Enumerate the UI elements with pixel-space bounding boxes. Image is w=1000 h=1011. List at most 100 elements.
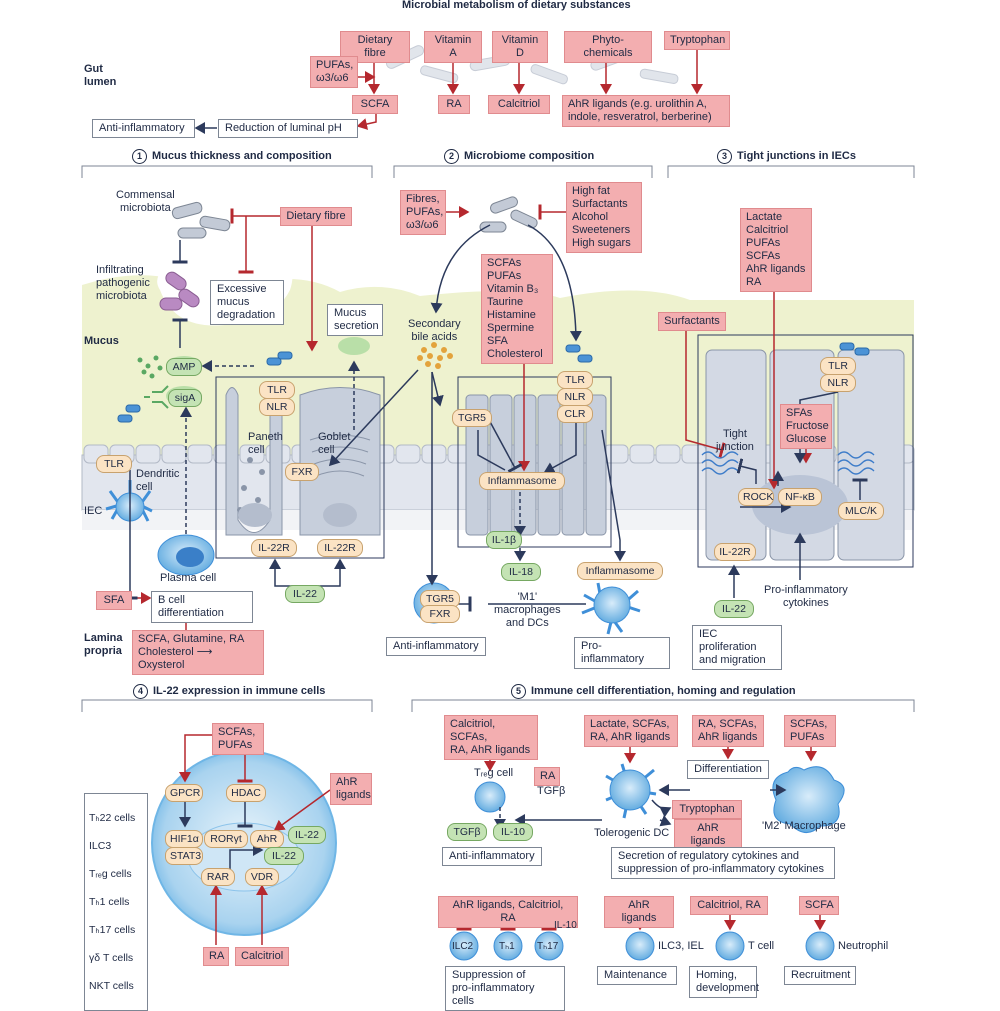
b-cell-diff: B cell differentiation	[151, 591, 253, 623]
p2-il1b: IL-1β	[486, 531, 522, 549]
p3-nlr: NLR	[820, 374, 856, 392]
p5-treg-label: Tᵣₑg cell	[474, 767, 514, 779]
siga-pill: sigA	[168, 389, 202, 407]
ra-box: RA	[438, 95, 470, 114]
dc-pro	[581, 582, 641, 635]
p4-ahr-ligands: AhR ligands	[330, 773, 372, 805]
pathogenic-bacteria	[159, 271, 200, 311]
ilc2-label: ILC2	[452, 941, 474, 952]
anti-inflammatory-top: Anti-inflammatory	[92, 119, 195, 138]
p3-tlr: TLR	[820, 357, 856, 375]
p3-mlck: MLC/K	[838, 502, 884, 520]
m2-macrophage-shape	[772, 766, 845, 833]
p2-tgr5-b: TGR5	[420, 590, 460, 608]
tolerogenic-label: Tolerogenic DC	[594, 827, 670, 839]
figure-title: Microbial metabolism of dietary substanc…	[402, 0, 631, 11]
scfa-box: SCFA	[352, 95, 398, 114]
p5-il10: IL-10	[493, 823, 533, 841]
p3-il22: IL-22	[714, 600, 754, 618]
high-fat-box: High fat Surfactants Alcohol Sweeteners …	[566, 182, 642, 253]
p4-il22-b: IL-22	[264, 847, 304, 865]
tight-junctions	[701, 451, 875, 475]
p1-il22r-b: IL-22R	[317, 539, 363, 557]
vitamin-a-box: Vitamin A	[424, 31, 482, 63]
phytochemicals-box: Phyto-chemicals	[564, 31, 652, 63]
pro-cytokines-label: Pro-inflammatory cytokines	[764, 584, 848, 609]
p4-hdac: HDAC	[226, 784, 266, 802]
p2-pro: Pro-inflammatory	[574, 637, 670, 669]
calcitriol-box: Calcitriol	[488, 95, 550, 114]
p4-il22-a: IL-22	[288, 826, 326, 844]
goblet-label: Goblet cell	[318, 431, 351, 456]
surfactants-box: Surfactants	[658, 312, 726, 331]
p4-ra: RA	[203, 947, 229, 966]
m2-label: 'M2' Macrophage	[762, 820, 846, 832]
tcell-label: T cell	[748, 940, 775, 952]
p2-il18: IL-18	[501, 563, 541, 581]
cell-item: Tₕ22 cells	[89, 812, 136, 824]
commensal-bacteria	[171, 196, 538, 239]
p2-clr: CLR	[557, 405, 593, 423]
p1-fxr: FXR	[285, 463, 319, 481]
p5-maintenance: Maintenance	[597, 966, 677, 985]
villus	[395, 444, 421, 464]
p5-anti: Anti-inflammatory	[442, 847, 542, 866]
p4-vdr: VDR	[245, 868, 279, 886]
p5-ahr-l: AhR ligands	[604, 896, 674, 928]
infiltrating-label: Infiltrating pathogenic microbiota	[96, 264, 150, 302]
th1-label: Tₕ1	[499, 941, 515, 952]
p4-cell-list: Tₕ22 cells ILC3 Tᵣₑg cells Tₕ1 cells Tₕ1…	[84, 793, 148, 1011]
pufas-box: PUFAs, ω3/ω6	[310, 56, 358, 88]
mucus-label: Mucus	[84, 335, 119, 347]
m1-label: 'M1' macrophages and DCs	[494, 591, 561, 629]
cell-item: Tₕ17 cells	[89, 924, 136, 936]
p5-ra: RA	[534, 767, 560, 786]
tolerogenic-dc-shape	[605, 763, 657, 819]
cell-item: γδ T cells	[89, 952, 134, 964]
p4-stat3: STAT3	[165, 847, 203, 865]
p5-calc-ra: Calcitriol, RA	[690, 896, 768, 915]
cell-item: Tᵣₑg cells	[89, 868, 132, 880]
p2-nlr: NLR	[557, 388, 593, 406]
tryptophan-box: Tryptophan	[664, 31, 730, 50]
excessive-degradation: Excessive mucus degradation	[210, 280, 284, 325]
p1-tlr: TLR	[259, 381, 295, 399]
p2-tgr5: TGR5	[452, 409, 492, 427]
mucus-secretion: Mucus secretion	[327, 304, 383, 336]
dc-tlr: TLR	[96, 455, 132, 473]
villus	[161, 444, 187, 464]
p5-secretion: Secretion of regulatory cytokines and su…	[611, 847, 835, 879]
p4-rorgt: RORγt	[204, 830, 248, 848]
th17-label: Tₕ17	[537, 941, 559, 952]
cell-item: ILC3	[89, 840, 112, 852]
vitamin-d-box: Vitamin D	[492, 31, 548, 63]
lamina-propria-label: Lamina propria	[84, 632, 123, 657]
p3-rock: ROCK	[738, 488, 774, 506]
p5-il10-small: IL-10	[554, 920, 577, 931]
villus	[655, 444, 681, 464]
scfa-glutamine-box: SCFA, Glutamine, RA Cholesterol ⟶ Oxyste…	[132, 630, 264, 675]
p2-inflammasome: Inflammasome	[479, 472, 565, 490]
differentiation-box: Differentiation	[687, 760, 769, 779]
commensal-label: Commensal microbiota	[116, 189, 175, 214]
p2-tlr: TLR	[557, 371, 593, 389]
p4-ahr: AhR	[250, 830, 284, 848]
tight-junction-label: Tight junction	[716, 428, 754, 453]
ahr-ligands-box: AhR ligands (e.g. urolithin A, indole, r…	[562, 95, 730, 127]
villus	[239, 444, 265, 464]
neutrophil-label: Neutrophil	[838, 940, 889, 952]
lactate-box: Lactate Calcitriol PUFAs SCFAs AhR ligan…	[740, 208, 812, 292]
p5-suppression: Suppression of pro-inflammatory cells	[445, 966, 565, 1011]
iec-proliferation: IEC proliferation and migration	[692, 625, 782, 670]
villus	[187, 444, 213, 464]
p2-inflammasome-dc: Inflammasome	[577, 562, 663, 580]
scfas-list-box: SCFAs PUFAs Vitamin B₃ Taurine Histamine…	[481, 254, 553, 364]
reduction-ph-box: Reduction of luminal pH	[218, 119, 358, 138]
fibres-box: Fibres, PUFAs, ω3/ω6	[400, 190, 446, 235]
p5-scfa: SCFA	[799, 896, 839, 915]
cell-item: Tₕ1 cells	[89, 896, 130, 908]
p4-calcitriol: Calcitriol	[235, 947, 289, 966]
p3-nfkb: NF-κB	[778, 488, 822, 506]
